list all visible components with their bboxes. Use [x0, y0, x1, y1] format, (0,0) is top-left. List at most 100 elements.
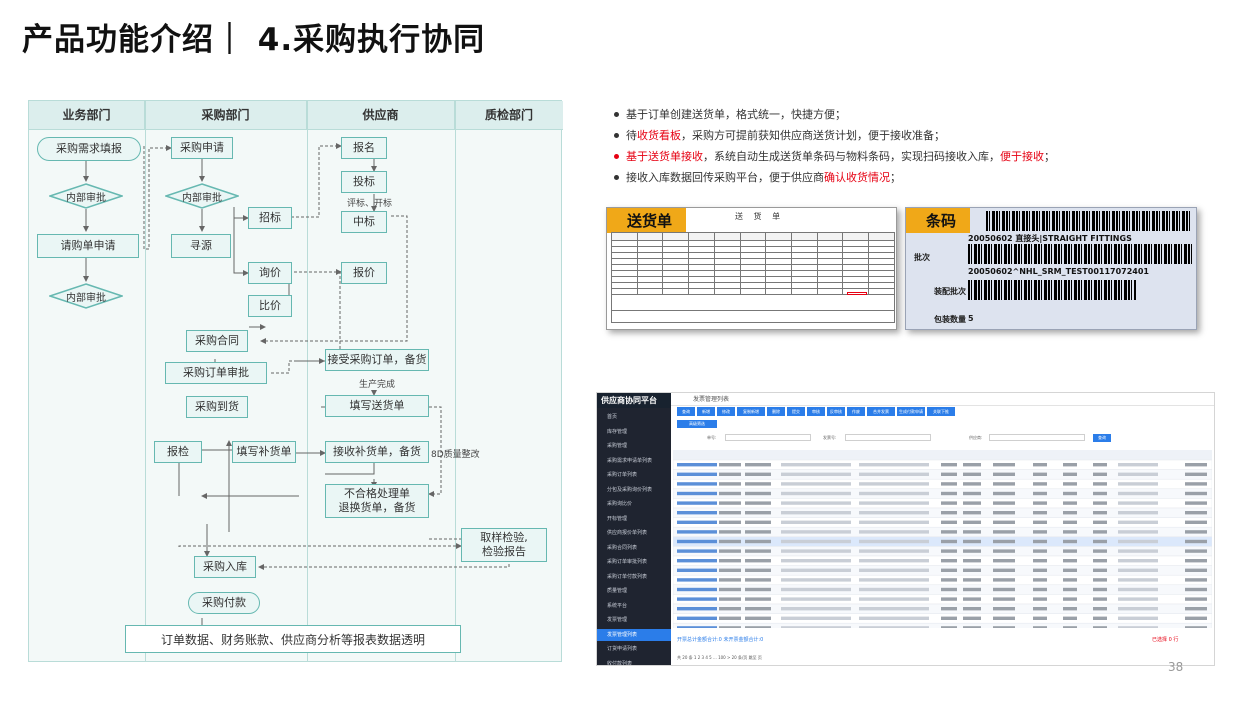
bullet-item: 基于订单创建送货单，格式统一，快捷方便； — [614, 104, 1214, 125]
grid-cell — [781, 520, 851, 524]
table-row — [611, 276, 895, 283]
toolbar-button[interactable]: 查询 — [677, 407, 695, 416]
grid-cell — [963, 501, 981, 505]
sidebar-menu-item[interactable]: 采购需求申请单列表 — [607, 457, 653, 464]
sidebar-menu-item[interactable]: 采购订单列表 — [607, 472, 638, 478]
grid-cell — [963, 559, 981, 563]
sidebar-menu-item[interactable]: 供应商报价单列表 — [607, 530, 648, 536]
sidebar-menu-item[interactable]: 分包及采购询价列表 — [607, 486, 653, 493]
grid-row[interactable] — [673, 622, 1212, 628]
slide-title: 产品功能介绍｜ 4.采购执行协同 — [22, 22, 486, 58]
grid-cell — [1063, 626, 1077, 628]
barcode-image — [986, 211, 1192, 231]
toolbar-button[interactable]: 修改 — [717, 407, 735, 416]
sidebar-menu-item[interactable]: 订货申请列表 — [607, 646, 638, 652]
grid-cell — [1033, 511, 1047, 515]
sidebar-menu-item[interactable]: 采购订单审批列表 — [607, 559, 648, 565]
grid-cell — [1033, 520, 1047, 524]
sidebar-menu-item[interactable]: 质量管理 — [607, 588, 628, 594]
grid-cell — [1093, 511, 1107, 515]
toolbar-button[interactable]: 作废 — [847, 407, 865, 416]
assembly-batch-label: 装配批次 — [934, 287, 966, 296]
grid-cell — [859, 578, 929, 582]
supplier-platform-screenshot: 供应商协同平台 发票管理列表 查询新增修改复制新增删除提交审核反审核作废合并发票… — [596, 392, 1215, 666]
grid-cell — [963, 482, 981, 486]
barcode-tag: 条码 — [906, 208, 971, 233]
grid-cell — [941, 491, 957, 496]
grid-cell — [941, 520, 957, 524]
sidebar-menu-item[interactable]: 采购管理 — [607, 443, 628, 449]
grid-cell — [745, 587, 771, 592]
page-number: 38 — [1168, 660, 1184, 674]
grid-cell — [1185, 520, 1207, 524]
lane-divider — [307, 101, 308, 661]
sidebar-menu-item[interactable]: 开标管理 — [607, 515, 628, 522]
toolbar-button[interactable]: 审核 — [807, 407, 825, 416]
grid-cell — [1033, 539, 1047, 544]
toolbar-button[interactable]: 合并发票 — [867, 407, 895, 416]
sidebar-menu-item[interactable]: 收付款列表 — [607, 660, 633, 666]
search-button[interactable]: 查询 — [1093, 434, 1111, 442]
grid-cell — [859, 472, 929, 476]
grid-cell — [1033, 587, 1047, 592]
flow-node-bidding: 招标 — [248, 207, 292, 229]
order-number-input[interactable] — [725, 434, 811, 441]
grid-cell — [677, 520, 717, 524]
grid-cell — [1118, 539, 1158, 544]
bullet-text: ，系统自动生成送货单条码与物料条码，实现扫码接收入库， — [703, 150, 1000, 163]
grid-cell — [993, 511, 1015, 515]
grid-cell — [1093, 597, 1107, 601]
grid-cell — [993, 568, 1015, 572]
grid-cell — [1118, 463, 1158, 467]
supplier-input[interactable] — [989, 434, 1085, 441]
grid-cell — [1185, 511, 1207, 515]
sidebar-menu-item[interactable]: 首页 — [607, 414, 618, 420]
toolbar-button[interactable]: 删除 — [767, 407, 785, 416]
flow-node-label: 退换货单，备货 — [338, 501, 416, 514]
grid-cell — [941, 626, 957, 628]
grid-cell — [941, 463, 957, 467]
grid-cell — [859, 511, 929, 515]
grid-cell — [1093, 549, 1107, 553]
invoice-number-input[interactable] — [845, 434, 931, 441]
sidebar-menu-item[interactable]: 采购合同列表 — [607, 544, 638, 551]
sidebar-menu-item[interactable]: 系统平台 — [607, 602, 628, 609]
lane-purchasing: 采购部门 — [145, 101, 307, 130]
grid-cell — [993, 520, 1015, 524]
sidebar-menu-item[interactable]: 采购询比价 — [607, 501, 633, 507]
package-qty-value: 5 — [968, 314, 974, 323]
grid-cell — [745, 549, 771, 553]
filter-button[interactable]: 高级筛选 — [677, 420, 717, 428]
toolbar-button[interactable]: 新增 — [697, 407, 715, 416]
sidebar-menu-item[interactable]: 发票管理列表 — [597, 628, 671, 641]
bullet-text: ； — [890, 171, 901, 184]
grid-pager[interactable]: 共 20 条 1 2 3 4 5 ... 100 > 20 条/页 跳至 页 — [677, 655, 762, 660]
toolbar-button[interactable]: 生成付款申请 — [897, 407, 925, 416]
grid-cell — [719, 501, 741, 505]
grid-cell — [993, 539, 1015, 544]
grid-cell — [1185, 501, 1207, 505]
toolbar-button[interactable]: 反审核 — [827, 407, 845, 416]
lane-divider — [455, 101, 456, 661]
grid-cell — [1093, 501, 1107, 505]
grid-cell — [1093, 616, 1107, 620]
grid-cell — [677, 511, 717, 515]
grid-cell — [1033, 482, 1047, 486]
grid-cell — [963, 626, 981, 628]
flow-node-unqualified: 不合格处理单 退换货单，备货 — [325, 484, 429, 518]
grid-cell — [859, 607, 929, 611]
sidebar-menu-item[interactable]: 采购订单付款列表 — [607, 573, 648, 580]
barcode-image — [968, 244, 1192, 264]
grid-cell — [859, 539, 929, 544]
toolbar-button[interactable]: 关联下推 — [927, 407, 955, 416]
app-brand: 供应商协同平台 — [597, 393, 671, 408]
toolbar-button[interactable]: 复制新增 — [737, 407, 765, 416]
sidebar-menu-item[interactable]: 库存管理 — [607, 428, 628, 435]
grid-cell — [781, 559, 851, 563]
grid-cell — [963, 472, 981, 476]
toolbar-button[interactable]: 提交 — [787, 407, 805, 416]
grid-cell — [941, 539, 957, 544]
sidebar-menu-item[interactable]: 发票管理 — [607, 617, 628, 623]
flow-node-fill-delivery: 填写送货单 — [325, 395, 429, 417]
grid-cell — [1118, 549, 1158, 553]
